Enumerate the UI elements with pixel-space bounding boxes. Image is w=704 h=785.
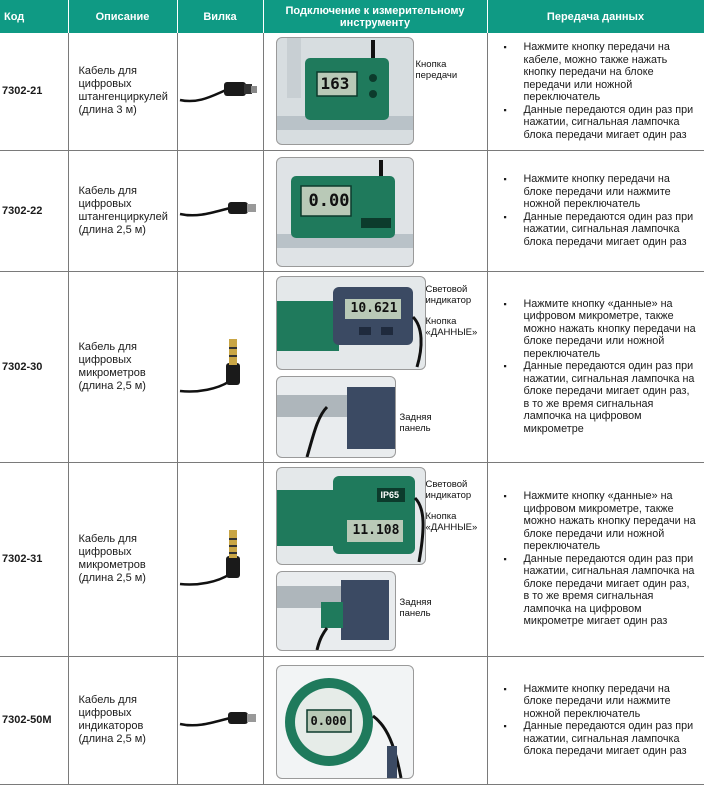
ip-badge: IP65 [380, 489, 400, 500]
cable-plug-icon [179, 202, 256, 217]
indicator-photo: 0.000 [275, 665, 414, 779]
row-description: Кабель для цифровых микрометров (длина 2… [68, 462, 178, 657]
indicator-illustration [284, 678, 402, 778]
micrometer-back-photo [275, 570, 396, 651]
audio-plug-icon [179, 529, 240, 586]
header-transfer: Передача данных [487, 0, 704, 33]
row-code: 7302-31 [0, 462, 69, 657]
callout-back-panel: Задняя панель [399, 411, 432, 434]
lcd-readout: 163 [320, 74, 350, 94]
table-row: 7302-30 Кабель для цифровых микрометров … [0, 271, 704, 463]
row-code: 7302-50M [0, 656, 69, 785]
plug-cell [177, 656, 264, 785]
connection-cell: 0.000 [263, 656, 488, 785]
callout-data-button: Кнопка «ДАННЫЕ» [425, 315, 478, 338]
transfer-steps: Нажмите кнопку передачи на блоке передач… [500, 173, 699, 248]
plug-cell [177, 462, 264, 657]
callout-indicator: Световой индикатор [425, 283, 472, 306]
table-row: 7302-31 Кабель для цифровых микрометров … [0, 462, 704, 657]
header-connection: Подключение к измерительному инструменту [263, 0, 488, 33]
transfer-cell: Нажмите кнопку «данные» на цифровом микр… [487, 271, 704, 463]
table-row: 7302-22 Кабель для цифровых штангенцирку… [0, 150, 704, 272]
plug-cell [177, 150, 264, 272]
row-code: 7302-22 [0, 150, 69, 272]
header-plug: Вилка [177, 0, 264, 33]
audio-plug-icon [179, 339, 240, 393]
callout-transfer-button: Кнопка передачи [415, 59, 458, 82]
transfer-steps: Нажмите кнопку «данные» на цифровом микр… [500, 490, 699, 628]
lcd-readout: 0.00 [308, 190, 350, 211]
header-description: Описание [68, 0, 178, 33]
caliper-photo: 0.00 [275, 156, 414, 267]
transfer-step: Нажмите кнопку «данные» на цифровом микр… [500, 298, 699, 361]
back-panel-illustration [276, 386, 395, 457]
lcd-readout: 10.621 [350, 300, 398, 316]
connection-cell: 10.621 Световой индикатор Кнопка «ДАННЫЕ… [263, 271, 488, 463]
micrometer-illustration [276, 475, 425, 562]
header-row: Код Описание Вилка Подключение к измерит… [0, 0, 704, 33]
lcd-readout: 0.000 [310, 714, 347, 728]
transfer-step: Данные передаются один раз при нажатии, … [500, 553, 699, 628]
table-row: 7302-21 Кабель для цифровых штангенцирку… [0, 33, 704, 151]
transfer-step: Данные передаются один раз при нажатии, … [500, 104, 699, 142]
transfer-step: Данные передаются один раз при нажатии, … [500, 360, 699, 435]
transfer-step: Данные передаются один раз при нажатии, … [500, 720, 699, 758]
callout-indicator: Световой индикатор [425, 478, 472, 501]
caliper-illustration [276, 38, 413, 131]
transfer-cell: Нажмите кнопку передачи на блоке передач… [487, 150, 704, 272]
micrometer-illustration [276, 286, 423, 367]
transfer-step: Нажмите кнопку «данные» на цифровом микр… [500, 490, 699, 553]
transfer-steps: Нажмите кнопку «данные» на цифровом микр… [500, 298, 699, 436]
transfer-step: Нажмите кнопку передачи на блоке передач… [500, 173, 699, 211]
caliper-illustration [276, 159, 413, 248]
connection-cell: 163 Кнопка передачи [263, 33, 488, 151]
transfer-step: Нажмите кнопку передачи на блоке передач… [500, 683, 699, 721]
transfer-cell: Нажмите кнопку «данные» на цифровом микр… [487, 462, 704, 657]
row-description: Кабель для цифровых штангенциркулей (дли… [68, 33, 178, 151]
plug-cell [177, 33, 264, 151]
transfer-steps: Нажмите кнопку передачи на блоке передач… [500, 683, 699, 758]
connection-cell: IP65 11.108 Световой индикатор Кнопка «Д… [263, 462, 488, 657]
header-code: Код [0, 0, 69, 33]
transfer-step: Данные передаются один раз при нажатии, … [500, 211, 699, 249]
transfer-step: Нажмите кнопку передачи на кабеле, можно… [500, 41, 699, 104]
callout-back-panel: Задняя панель [399, 596, 432, 619]
transfer-steps: Нажмите кнопку передачи на кабеле, можно… [500, 41, 699, 141]
row-code: 7302-30 [0, 271, 69, 463]
cable-plug-icon [179, 81, 257, 102]
caliper-photo: 163 [275, 37, 414, 146]
cable-plug-icon [179, 711, 256, 727]
transfer-cell: Нажмите кнопку передачи на кабеле, можно… [487, 33, 704, 151]
callout-data-button: Кнопка «ДАННЫЕ» [425, 510, 478, 533]
row-description: Кабель для цифровых штангенциркулей (дли… [68, 150, 178, 272]
table-row: 7302-50M Кабель для цифровых индикаторов… [0, 656, 704, 785]
row-description: Кабель для цифровых индикаторов (длина 2… [68, 656, 178, 785]
micrometer-back-photo [275, 375, 396, 458]
row-code: 7302-21 [0, 33, 69, 151]
row-description: Кабель для цифровых микрометров (длина 2… [68, 271, 178, 463]
transfer-cell: Нажмите кнопку передачи на блоке передач… [487, 656, 704, 785]
plug-cell [177, 271, 264, 463]
micrometer-front-photo: IP65 11.108 [275, 466, 426, 565]
back-panel-illustration [276, 579, 389, 650]
connection-cell: 0.00 [263, 150, 488, 272]
lcd-readout: 11.108 [352, 522, 400, 538]
micrometer-front-photo: 10.621 [275, 275, 426, 370]
